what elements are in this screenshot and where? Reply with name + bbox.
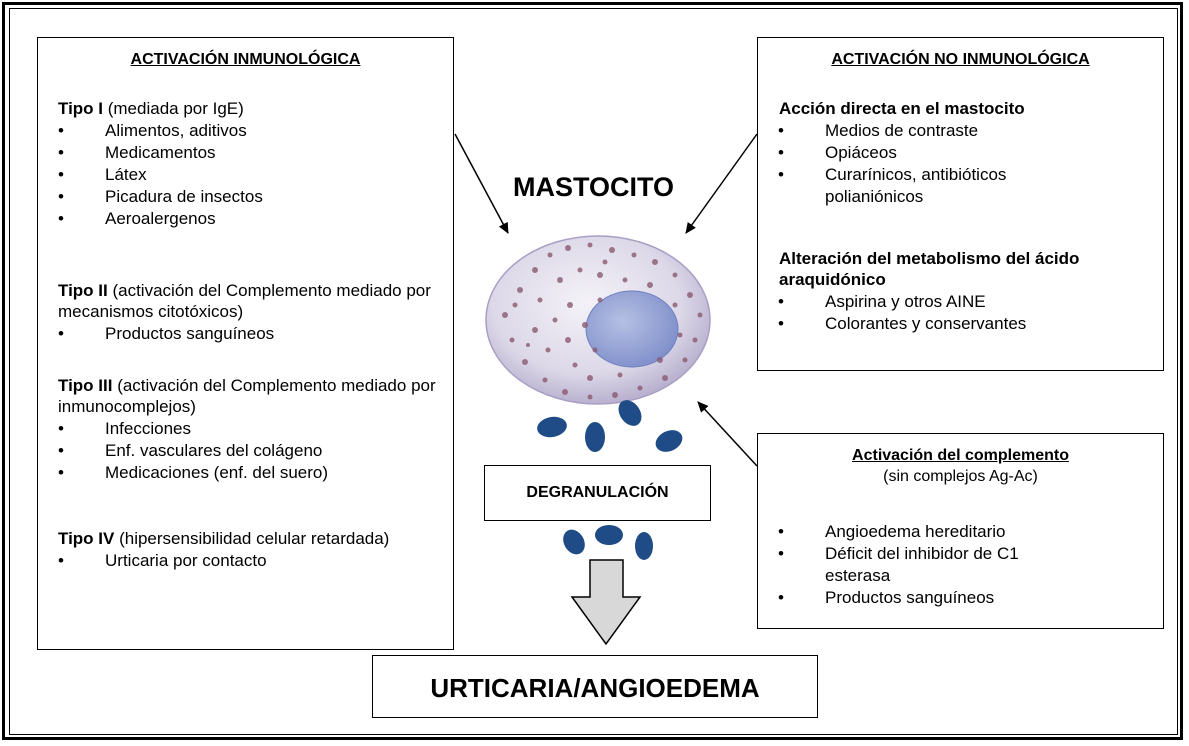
- list-item: Productos sanguíneos: [758, 587, 1088, 609]
- list-item: Medicamentos: [38, 142, 443, 164]
- list-item: Infecciones: [38, 418, 443, 440]
- group-arachidonic-label: Alteración del metabolismo del ácido ara…: [779, 249, 1080, 289]
- list-item: Angioedema hereditario: [758, 521, 1088, 543]
- complement-activation-subtitle: (sin complejos Ag-Ac): [883, 468, 1038, 485]
- list-item: Aeroalergenos: [38, 208, 443, 230]
- list-item: Aspirina y otros AINE: [758, 291, 1138, 313]
- list-item: Colorantes y conservantes: [758, 313, 1138, 335]
- group-tipo-2-label: Tipo II: [58, 281, 108, 300]
- list-item: Déficit del inhibidor de C1 esterasa: [758, 543, 1088, 587]
- group-direct-action-label: Acción directa en el mastocito: [779, 99, 1025, 118]
- group-tipo-3-desc: (activación del Complemento mediado por …: [58, 376, 436, 416]
- list-item: Curarínicos, antibióticos polianiónicos: [758, 164, 1078, 208]
- group-direct-action: Acción directa en el mastocito Medios de…: [778, 98, 1154, 208]
- degranulation-box: DEGRANULACIÓN: [484, 465, 711, 521]
- result-box: URTICARIA/ANGIOEDEMA: [372, 655, 818, 718]
- group-tipo-3-head: Tipo III (activación del Complemento med…: [58, 375, 443, 417]
- group-tipo-1-desc: (mediada por IgE): [103, 99, 244, 118]
- group-tipo-4-desc: (hipersensibilidad celular retardada): [114, 529, 390, 548]
- list-item: Medios de contraste: [758, 120, 1078, 142]
- group-direct-action-head: Acción directa en el mastocito: [779, 98, 1154, 119]
- immunologic-activation-title: ACTIVACIÓN INMUNOLÓGICA: [130, 51, 361, 68]
- mastocito-label: MASTOCITO: [513, 172, 675, 202]
- group-tipo-2: Tipo II (activación del Complemento medi…: [58, 280, 443, 345]
- list-item: Productos sanguíneos: [38, 323, 443, 345]
- group-tipo-2-head: Tipo II (activación del Complemento medi…: [58, 280, 443, 322]
- list-item: Alimentos, aditivos: [38, 120, 443, 142]
- group-tipo-1-label: Tipo I: [58, 99, 104, 118]
- group-arachidonic-head: Alteración del metabolismo del ácido ara…: [779, 248, 1099, 290]
- degranulation-label: DEGRANULACIÓN: [526, 484, 669, 501]
- list-item: Enf. vasculares del colágeno: [38, 440, 443, 462]
- group-tipo-4-label: Tipo IV: [58, 529, 115, 548]
- inner-frame: [9, 8, 1178, 735]
- complement-activation-title: Activación del complemento: [852, 447, 1069, 464]
- group-tipo-2-desc: (activación del Complemento mediado por …: [58, 281, 431, 321]
- group-tipo-4: Tipo IV (hipersensibilidad celular retar…: [58, 528, 443, 572]
- group-tipo-3-label: Tipo III: [58, 376, 113, 395]
- group-tipo-1-head: Tipo I (mediada por IgE): [58, 98, 443, 119]
- list-item: Picadura de insectos: [38, 186, 443, 208]
- group-tipo-3: Tipo III (activación del Complemento med…: [58, 375, 443, 484]
- list-item: Medicaciones (enf. del suero): [38, 462, 443, 484]
- list-item: Urticaria por contacto: [38, 550, 443, 572]
- result-label: URTICARIA/ANGIOEDEMA: [430, 673, 760, 703]
- list-item: Opiáceos: [758, 142, 1078, 164]
- non-immunologic-activation-box: ACTIVACIÓN NO INMUNOLÓGICA Acción direct…: [757, 37, 1164, 371]
- immunologic-activation-box: ACTIVACIÓN INMUNOLÓGICA Tipo I (mediada …: [37, 37, 454, 650]
- group-tipo-1: Tipo I (mediada por IgE) Alimentos, adit…: [58, 98, 443, 230]
- complement-activation-box: Activación del complemento (sin complejo…: [757, 433, 1164, 629]
- group-tipo-4-head: Tipo IV (hipersensibilidad celular retar…: [58, 528, 403, 549]
- non-immunologic-activation-title: ACTIVACIÓN NO INMUNOLÓGICA: [831, 51, 1090, 68]
- list-item: Látex: [38, 164, 443, 186]
- group-arachidonic: Alteración del metabolismo del ácido ara…: [778, 248, 1099, 335]
- complement-activation-list: Angioedema hereditario Déficit del inhib…: [758, 521, 1088, 609]
